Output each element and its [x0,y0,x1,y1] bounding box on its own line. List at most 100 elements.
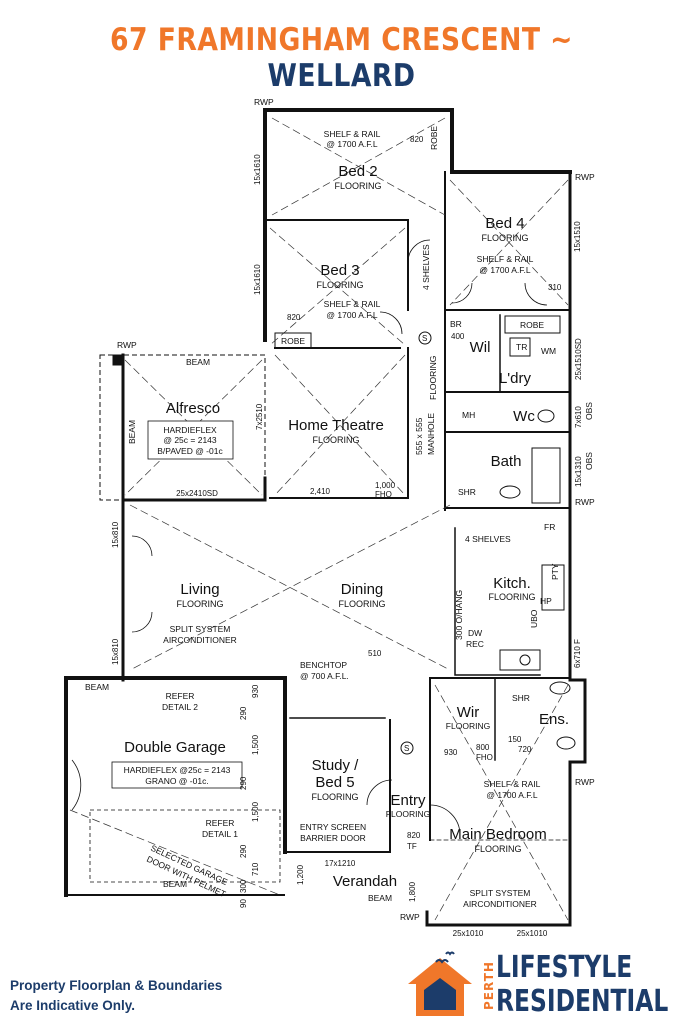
wir-fho: FHO [476,753,493,762]
room-wir-flooring: FLOORING [446,721,490,731]
kitchen-ohang: 300 O/HANG [454,590,464,640]
garage-dim-1500a: 1,500 [251,734,260,755]
room-bed2-flooring: FLOORING [334,181,381,191]
door-swings [71,239,548,836]
bed4-shelf: SHELF & RAIL [477,254,534,264]
kitchen-ubo: UBO [529,609,539,628]
room-bed3-flooring: FLOORING [316,280,363,290]
ldry-tr: TR [516,342,527,352]
main-shelf: SHELF & RAIL [484,779,541,789]
verandah-beam: BEAM [368,893,392,903]
bed3-robe: ROBE [281,336,305,346]
room-living-flooring: FLOORING [176,599,223,609]
room-ens: Ens. [539,711,569,728]
living-win2: 15x810 [111,638,120,665]
bed2-shelf: SHELF & RAIL [324,129,381,139]
page-title: 67 FRAMINGHAM CRESCENT ~ WELLARD [110,22,573,94]
verandah-1800: 1,800 [408,881,417,902]
room-entry: Entry [390,792,426,809]
main-split1: SPLIT SYSTEM [470,888,531,898]
room-home-theatre-flooring: FLOORING [312,435,359,445]
bed3-robe-box [274,332,312,349]
room-double-garage: Double Garage [124,739,226,756]
bed4-robe-box [504,315,561,334]
bed4-robe: ROBE [520,320,544,330]
room-main-bedroom-flooring: FLOORING [474,844,521,854]
garage-note1: HARDIEFLEX @25c = 2143 [124,765,231,775]
hall-flooring: FLOORING [428,356,438,400]
room-living: Living [180,581,219,598]
walls [64,108,587,927]
room-wc: Wc [513,408,535,425]
alfresco-rwp: RWP [117,340,137,350]
house-birds-icon [408,951,472,1016]
room-study: Study / [312,757,360,774]
alfresco-window: 25x2410SD [176,489,218,498]
bed3-shelf: SHELF & RAIL [324,299,381,309]
bath-mh: MH [462,410,475,420]
wet-win3: 15x1310 [574,456,583,487]
verandah-window: 17x1210 [325,859,356,868]
main-split2: AIRCONDITIONER [463,899,537,909]
entry-820: 820 [407,831,421,840]
ldry-wm: WM [541,346,556,356]
rwp-bottom: RWP [400,912,420,922]
bed2-robe: ROBE [429,126,439,150]
disclaimer: Property Floorplan & Boundaries Are Indi… [10,978,223,1013]
alfresco-side: 7x2510 [255,403,264,430]
benchtop1: BENCHTOP [300,660,347,670]
room-bed3: Bed 3 [320,262,359,279]
garage-dim-300: 300 [239,879,248,893]
main-win1: 25x1010 [453,929,484,938]
rwp-right1: RWP [575,172,595,182]
living-win1: 15x810 [111,521,120,548]
bath-shr: SHR [458,487,476,497]
living-split1: SPLIT SYSTEM [170,624,231,634]
room-dining-flooring: FLOORING [338,599,385,609]
bed2-dim: 820 [410,135,424,144]
smoke-detector-2 [400,741,414,755]
garage-dim-290c: 290 [239,844,248,858]
garage-dim-930: 930 [251,684,260,698]
hall-4shelves: 4 SHELVES [421,244,431,290]
room-bath: Bath [491,453,522,470]
garage-note-box [111,761,243,789]
alfresco-note2: @ 25c = 2143 [163,435,217,445]
garage-dim-290a: 290 [239,706,248,720]
living-split2: AIRCONDITIONER [163,635,237,645]
kitchen-hp: HP [540,596,552,606]
study-screen1: ENTRY SCREEN [300,822,366,832]
room-bed2: Bed 2 [338,163,377,180]
bed3-wall-dim: 15x1610 [253,264,262,295]
smoke-detector-1 [418,331,432,345]
room-wir: Wir [457,704,480,721]
bed3-afl: @ 1700 A.F.L [326,310,377,320]
garage-dim-1500b: 1,500 [251,801,260,822]
fixtures [499,337,576,750]
wil-br: BR [450,319,462,329]
rwp-right3: RWP [575,777,595,787]
wir-930: 930 [444,748,458,757]
hall-manhole2: MANHOLE [426,413,436,455]
room-verandah: Verandah [333,873,397,890]
garage-refer2b: DETAIL 2 [162,702,198,712]
wet-obs2: OBS [584,452,594,470]
theatre-dim: 2,410 [310,487,331,496]
kitchen-pty: PTY [550,563,560,580]
garage-dim-290b: 290 [239,776,248,790]
room-bed4: Bed 4 [485,215,524,232]
alfresco-note1: HARDIEFLEX [163,425,217,435]
room-home-theatre: Home Theatre [288,417,384,434]
wet-win1: 25x1510SD [574,338,583,380]
main-win2: 25x1010 [517,929,548,938]
wir-800: 800 [476,743,490,752]
bed2-wall-dim: 15x1610 [253,154,262,185]
kitchen-rec: REC [466,639,484,649]
kitchen-win: 6x710 F [573,639,582,668]
ens-150: 150 [508,735,522,744]
bed4-wall-dim: 15x1510 [573,221,582,252]
bed4-afl: @ 1700 A.F.L [479,265,530,275]
ens-shr: SHR [512,693,530,703]
room-study-flooring: FLOORING [311,792,358,802]
